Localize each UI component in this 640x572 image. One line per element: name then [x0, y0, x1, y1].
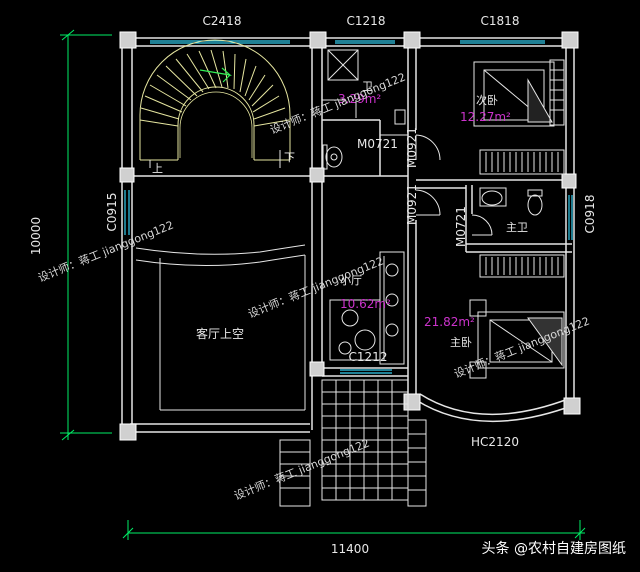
small-hall-area: 10.62m²: [340, 297, 391, 311]
window-label-top-2: C1218: [347, 14, 386, 28]
living-void-outline: [135, 244, 306, 411]
door-swings: [355, 100, 493, 236]
master-bath-fixtures: [479, 187, 543, 216]
dimension-lines: [60, 29, 586, 540]
master-wardrobe: [479, 254, 565, 278]
master-bedroom-label: 主卧: [450, 336, 472, 349]
toilet-label: 卫: [362, 80, 373, 93]
height-dimension: 10000: [29, 217, 43, 255]
window-label-top-1: C2418: [203, 14, 242, 28]
door-label-1: M0721: [357, 137, 398, 151]
small-hall-furniture: [329, 251, 405, 365]
master-bedroom-area: 21.82m²: [424, 315, 475, 329]
door-label-4: M0721: [454, 206, 468, 247]
master-bath-label: 主卫: [506, 221, 528, 234]
window-label-middle: C1212: [349, 350, 388, 364]
stair-direction-arrow: [199, 67, 232, 83]
watermark-5: 设计师：蒋工 jianggong122: [232, 436, 371, 502]
living-void-label: 客厅上空: [196, 326, 244, 341]
spiral-staircase: [139, 39, 291, 161]
master-bed: [469, 299, 565, 379]
stair-down-label: 下: [284, 151, 295, 164]
window-label-left: C0915: [105, 193, 119, 232]
bedroom2-area: 12.27m²: [460, 110, 511, 124]
source-badge: 头条 @农村自建房图纸: [481, 541, 626, 557]
toilet-area: 3.29m²: [338, 92, 381, 106]
small-hall-label: 小厅: [340, 274, 362, 287]
exterior-stairs: [279, 379, 427, 507]
window-label-right: C0918: [583, 195, 597, 234]
width-dimension: 11400: [331, 542, 369, 556]
door-label-3: M0921: [405, 184, 419, 225]
door-label-2: M0921: [405, 127, 419, 168]
window-label-bay: HC2120: [471, 435, 519, 449]
bedroom2-furniture: [473, 59, 565, 175]
window-label-top-3: C1818: [481, 14, 520, 28]
toilet-fixtures: [322, 49, 406, 170]
stair-up-label: 上: [152, 162, 163, 175]
window-marks: [124, 40, 573, 374]
columns: [119, 31, 581, 441]
bedroom2-label: 次卧: [476, 93, 498, 107]
exterior-walls: [121, 37, 575, 433]
